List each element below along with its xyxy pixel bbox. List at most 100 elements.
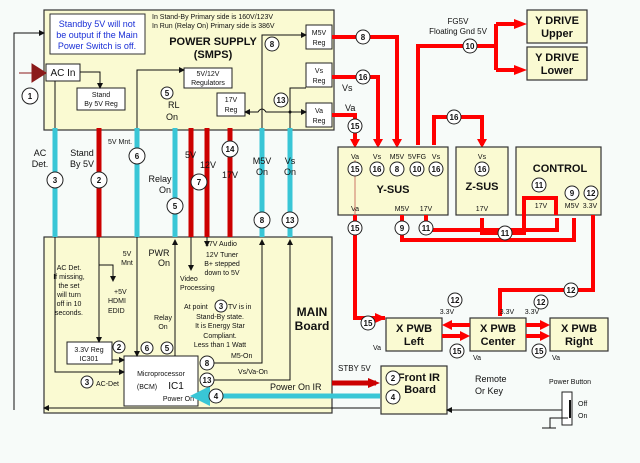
label-5v: 5V	[185, 150, 196, 160]
marker-9a: 9	[394, 220, 410, 236]
ac-det-label1: AC	[34, 148, 47, 158]
mnt5v-main-2: Mnt	[121, 260, 133, 267]
marker-12c: 12	[533, 294, 549, 310]
tuner-note-2: B+ stepped	[204, 261, 240, 268]
svg-text:12: 12	[537, 298, 546, 307]
marker-main-13: 13	[199, 372, 215, 388]
svg-text:9: 9	[570, 189, 575, 198]
reg-m5v-block	[305, 24, 333, 50]
x-left-33v: 3.3V	[440, 309, 455, 316]
micro-label1: Microprocessor	[137, 371, 186, 378]
17v-zsus-line	[480, 196, 558, 235]
label-17v: 17V	[222, 170, 238, 180]
marker-2: 2	[90, 171, 108, 189]
floating-gnd-label: Floating Gnd 5V	[429, 27, 487, 36]
marker-12b: 12	[447, 292, 463, 308]
tuner-note-1: 12V Tuner	[206, 252, 239, 259]
marker-16a: 16	[355, 69, 371, 85]
power-button-label: Power Button	[549, 379, 591, 386]
power-button-switch[interactable]	[561, 391, 573, 426]
marker-main-5: 5	[160, 341, 174, 355]
mnt5v-label: 5V Mnt.	[108, 139, 132, 146]
power-off-label: Off	[578, 401, 587, 408]
remote-label1: Remote	[475, 374, 507, 384]
svg-text:14: 14	[226, 145, 235, 154]
micro-label2: (BCM)	[137, 384, 157, 391]
marker-13a: 13	[281, 211, 299, 229]
x-center-label1: X PWB	[480, 323, 516, 335]
control-33v: 3.3V	[583, 203, 598, 210]
svg-text:15: 15	[351, 122, 360, 131]
svg-text:3: 3	[85, 378, 90, 387]
svg-text:13: 13	[286, 216, 295, 225]
tuner-note-3: down to 5V	[204, 270, 239, 277]
standby-state-6: Less than 1 Watt	[194, 342, 246, 349]
marker-main-3: 3	[80, 375, 94, 389]
standby-state-5: Compliant.	[203, 333, 237, 340]
svg-text:1: 1	[28, 92, 33, 101]
x-left-label1: X PWB	[396, 323, 432, 335]
marker-15e: 15	[531, 343, 547, 359]
m5-on-label: M5-On	[231, 353, 253, 360]
rl-on-label1: RL	[168, 100, 180, 110]
ysus-m5v: M5V	[390, 154, 405, 161]
reg-vs-label1: Vs	[315, 68, 324, 75]
marker-12a: 12	[563, 282, 579, 298]
reg-33v-label1: 3.3V Reg	[74, 347, 103, 354]
17v-control-line	[424, 215, 559, 232]
reg-17v-label2: Reg	[225, 107, 238, 114]
z-sus-block	[455, 146, 509, 216]
ac-det-note-3: the set	[58, 283, 79, 290]
power-on-label: On	[578, 413, 587, 420]
relay-on-main-2: On	[158, 324, 167, 331]
marker-main-6: 6	[140, 341, 154, 355]
y-drive-lower-label1: Y DRIVE	[535, 52, 579, 64]
relay-on-main-1: Relay	[154, 315, 172, 322]
y-drive-upper-block	[526, 9, 588, 44]
mnt5v-main-1: 5V	[123, 251, 132, 258]
power-on-ir-label: Power On IR	[270, 382, 322, 392]
x-pwb-left-block	[385, 317, 443, 352]
svg-text:15: 15	[453, 347, 462, 356]
front-ir-label1: Front IR	[398, 372, 440, 384]
svg-text:3: 3	[53, 176, 58, 185]
reg-33v-label2: IC301	[80, 356, 99, 363]
video-note-2: Processing	[180, 285, 215, 292]
standby-note-line1: Standby 5V will not	[59, 19, 136, 29]
rl-on-label2: On	[166, 112, 178, 122]
reg-m5v-label2: Reg	[313, 40, 326, 47]
hdmi-note-2: HDMI	[108, 298, 126, 305]
vs-label: Vs	[342, 83, 353, 93]
standby-reg-label2: By 5V Reg	[84, 101, 118, 108]
video-note-1: Video	[180, 276, 198, 283]
circle-markers: 1 3 2 6 5 7 14 8 13 5 8 13 8 16 15 10 16…	[21, 29, 599, 405]
svg-text:11: 11	[535, 181, 544, 190]
standby-state-2: TV is in	[228, 304, 251, 311]
m5v-on-label1: M5V	[253, 156, 272, 166]
marker-main-2: 2	[112, 340, 126, 354]
hdmi-note-1: +5V	[114, 289, 127, 296]
relay-on-label1: Relay	[148, 174, 172, 184]
primary-note-line1: In Stand-By Primary side is 160V/123V	[152, 14, 273, 21]
marker-ysus-10: 10	[409, 161, 425, 177]
marker-ctrl-12: 12	[583, 185, 599, 201]
fg5v-line	[416, 22, 520, 145]
marker-15d: 15	[449, 343, 465, 359]
x-right-label2: Right	[565, 336, 593, 348]
ac-det-note-4: will turn	[56, 292, 81, 299]
remote-label2: Or Key	[475, 386, 504, 396]
ysus-m5v-bot: M5V	[395, 206, 410, 213]
standby5v-label2: By 5V	[70, 159, 94, 169]
svg-text:11: 11	[422, 224, 431, 233]
x-pwb-right-block	[549, 317, 609, 352]
svg-text:6: 6	[135, 152, 140, 161]
x-left-label2: Left	[404, 336, 425, 348]
svg-text:3: 3	[219, 302, 224, 311]
marker-ctrl-11: 11	[531, 177, 547, 193]
reg-va-label2: Reg	[313, 118, 326, 125]
marker-main-8: 8	[199, 355, 215, 371]
reg-va-block	[305, 102, 333, 128]
reg-5v12v-label2: Regulators	[191, 80, 225, 87]
ac-det-note-5: off in 10	[57, 301, 82, 308]
ac-in-label: AC In	[50, 68, 75, 79]
